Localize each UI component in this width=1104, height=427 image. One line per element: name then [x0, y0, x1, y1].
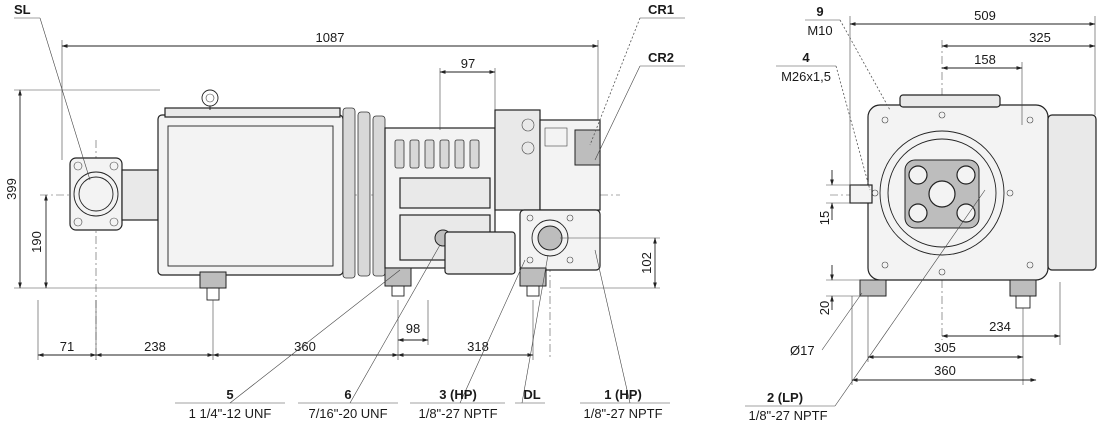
dim-234: 234 [989, 319, 1011, 334]
mounting-feet [199, 267, 547, 301]
dim-hole: Ø17 [790, 343, 815, 358]
callout-9: 9 M10 [805, 4, 891, 111]
label-cr1: CR1 [648, 2, 674, 17]
svg-text:1/8"-27 NPTF: 1/8"-27 NPTF [748, 408, 827, 423]
svg-text:M26x1,5: M26x1,5 [781, 69, 831, 84]
dim-98: 98 [406, 321, 420, 336]
callout-4: 4 M26x1,5 [776, 50, 871, 191]
dim-71: 71 [60, 339, 74, 354]
callout-3hp: 3 (HP) 1/8"-27 NPTF [410, 259, 526, 421]
dim-509: 509 [974, 8, 996, 23]
svg-text:9: 9 [816, 4, 823, 19]
callout-1hp: 1 (HP) 1/8"-27 NPTF [580, 249, 670, 421]
dim-190: 190 [29, 231, 44, 253]
dim-158: 158 [974, 52, 996, 67]
dim-height: 399 [4, 178, 19, 200]
motor-housing [157, 89, 344, 276]
cooling-fins [342, 107, 386, 279]
svg-text:5: 5 [226, 387, 233, 402]
svg-text:4: 4 [802, 50, 810, 65]
discharge-port [519, 209, 601, 271]
suction-flange [69, 157, 159, 231]
label-cr2: CR2 [648, 50, 674, 65]
svg-text:1/8"-27 NPTF: 1/8"-27 NPTF [418, 406, 497, 421]
dim-overall-length: 1087 [316, 30, 345, 45]
oil-sump [444, 231, 516, 275]
dim-238: 238 [144, 339, 166, 354]
svg-text:1/8"-27 NPTF: 1/8"-27 NPTF [583, 406, 662, 421]
end-casing [849, 94, 1097, 309]
svg-text:2 (LP): 2 (LP) [767, 390, 803, 405]
svg-text:1 (HP): 1 (HP) [604, 387, 642, 402]
dim-325: 325 [1029, 30, 1051, 45]
svg-text:M10: M10 [807, 23, 832, 38]
dim-318: 318 [467, 339, 489, 354]
dim-102: 102 [639, 252, 654, 274]
callout-dl: DL [515, 254, 549, 404]
svg-text:3 (HP): 3 (HP) [439, 387, 477, 402]
end-view: 509 325 158 15 20 234 305 360 [745, 4, 1097, 423]
dim-end-360: 360 [934, 363, 956, 378]
svg-text:1 1/4"-12 UNF: 1 1/4"-12 UNF [189, 406, 272, 421]
dim-360: 360 [294, 339, 316, 354]
callout-6: 6 7/16"-20 UNF [298, 244, 441, 421]
side-view: 1087 97 399 190 102 71 238 360 318 [4, 2, 685, 421]
label-dl: DL [523, 387, 540, 402]
dim-15: 15 [817, 211, 832, 225]
callout-5: 5 1 1/4"-12 UNF [175, 269, 401, 421]
svg-text:6: 6 [344, 387, 351, 402]
dim-305: 305 [934, 340, 956, 355]
label-sl: SL [14, 2, 31, 17]
dim-97: 97 [461, 56, 475, 71]
dim-20: 20 [817, 301, 832, 315]
callout-2lp: 2 (LP) 1/8"-27 NPTF [745, 189, 986, 423]
svg-text:7/16"-20 UNF: 7/16"-20 UNF [308, 406, 387, 421]
